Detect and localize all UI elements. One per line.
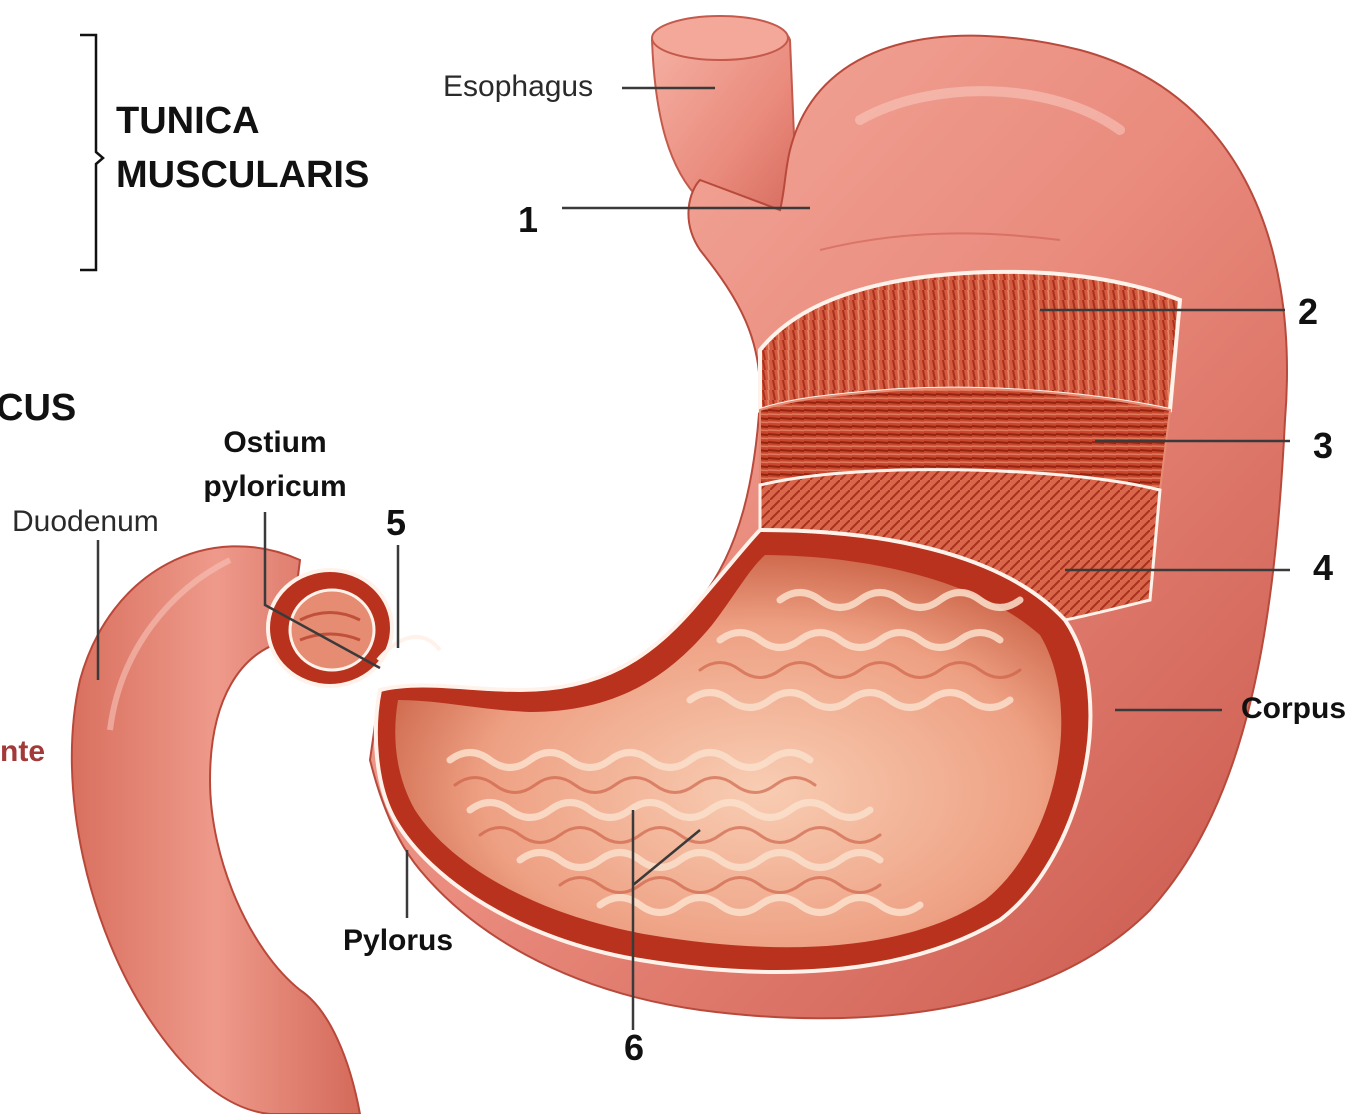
- tunica-label-line1: TUNICA: [116, 98, 260, 144]
- number-label-3: 3: [1313, 426, 1333, 466]
- number-label-1: 1: [518, 200, 538, 240]
- ostium-label-line1: Ostium: [218, 425, 332, 461]
- corpus-label: Corpus: [1241, 692, 1346, 726]
- number-label-2: 2: [1298, 292, 1318, 332]
- pylorus-label: Pylorus: [343, 924, 453, 958]
- tunica-muscularis-bracket: [80, 35, 103, 270]
- ostium-label-line2: pyloricum: [195, 469, 355, 505]
- number-label-6: 6: [624, 1028, 644, 1068]
- tunica-label-line2: MUSCULARIS: [116, 152, 369, 198]
- nte-fragment-label: nte: [0, 735, 45, 769]
- esophagus-label: Esophagus: [443, 70, 593, 104]
- number-label-4: 4: [1313, 548, 1333, 588]
- duodenum-label: Duodenum: [12, 505, 159, 539]
- number-label-5: 5: [386, 503, 406, 543]
- pyloric-sphincter: [268, 570, 440, 686]
- cus-fragment-label: CUS: [0, 385, 76, 431]
